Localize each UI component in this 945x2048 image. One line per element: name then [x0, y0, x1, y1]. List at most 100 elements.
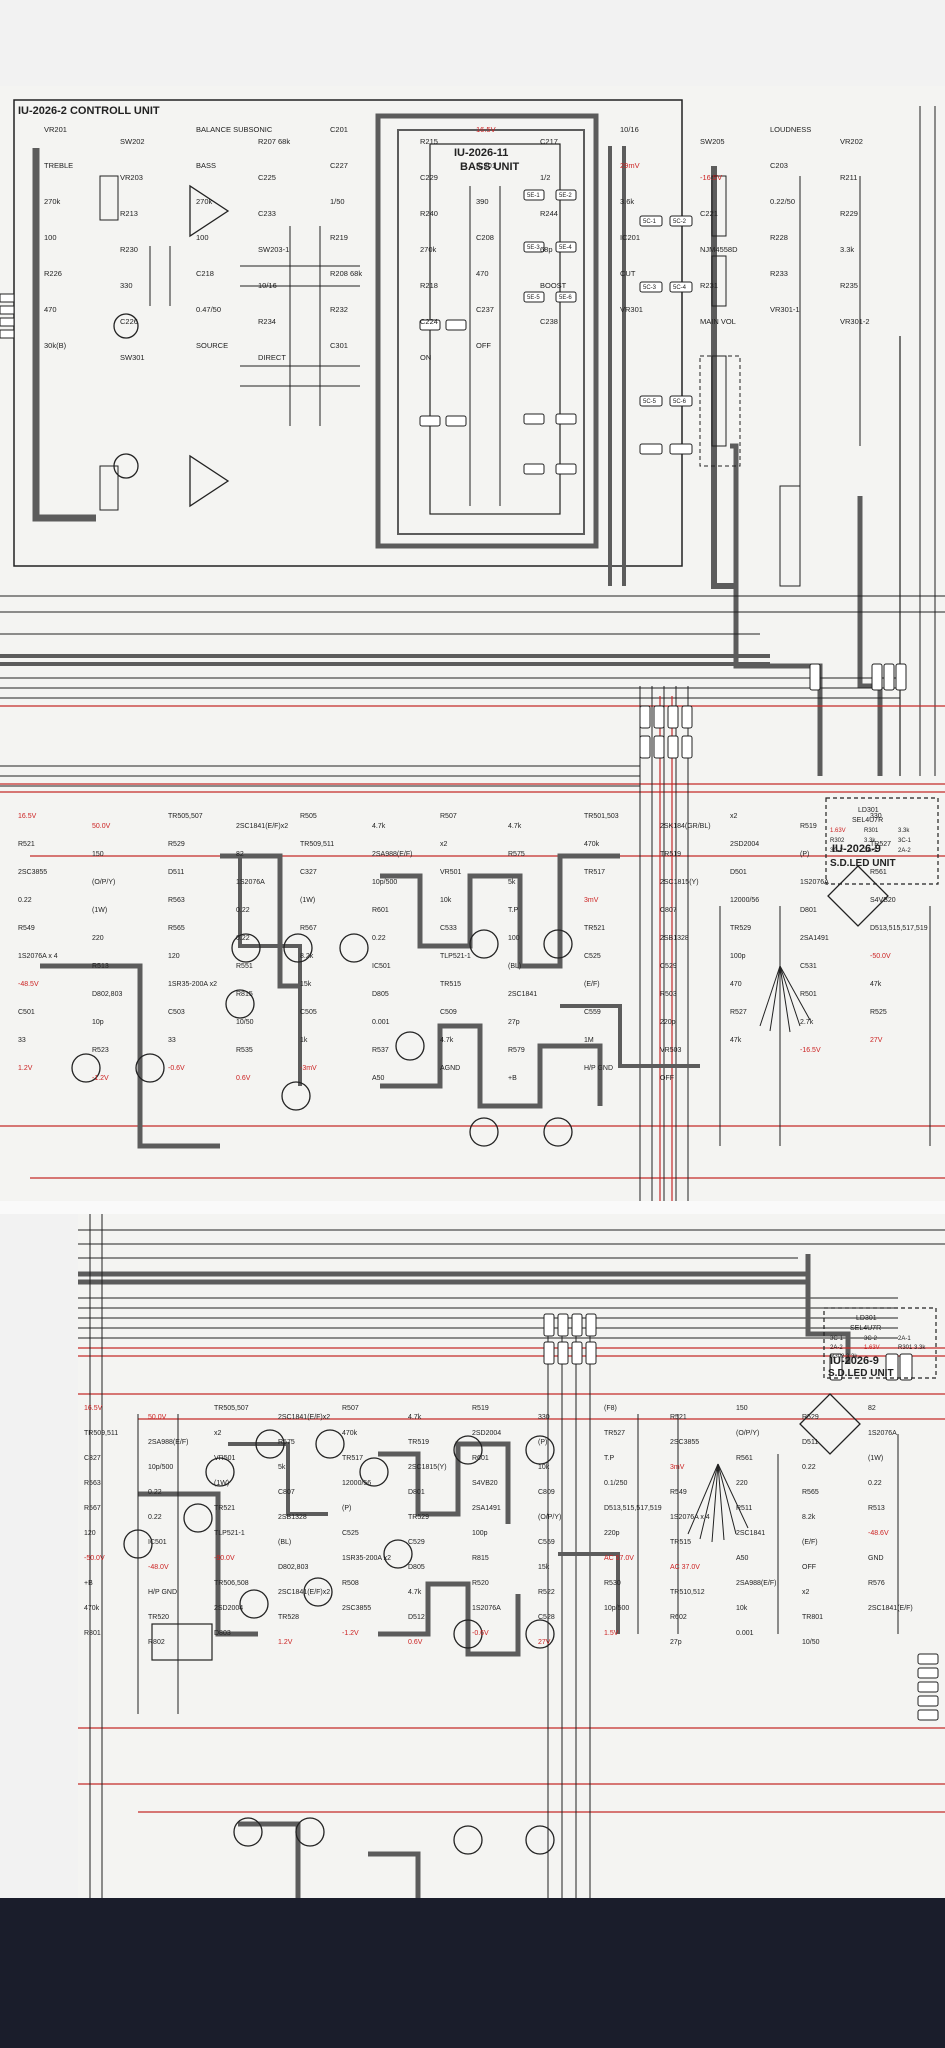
- component-label: R244: [540, 209, 558, 218]
- component-label: 4.7k: [508, 823, 522, 830]
- component-label: 1S2076A: [800, 879, 829, 886]
- component-label: 1/50: [330, 197, 345, 206]
- component-label: R576: [868, 1580, 885, 1587]
- component-label: 120: [168, 953, 180, 960]
- component-label: OFF: [476, 341, 491, 350]
- led-unit-component-label: 1.63V: [830, 828, 846, 834]
- component-label: C225: [258, 173, 276, 182]
- component-label: 50.0V: [92, 823, 111, 830]
- component-label: 27p: [670, 1639, 682, 1646]
- component-label: (P): [342, 1505, 351, 1512]
- component-label: H/P GND: [584, 1065, 613, 1072]
- led-unit-part: SEL4U7R: [850, 1325, 881, 1332]
- component-label: D513,515,517,519: [604, 1505, 662, 1512]
- component-label: -3mV: [300, 1065, 317, 1072]
- component-label: R240: [420, 209, 438, 218]
- component-label: C229: [420, 173, 438, 182]
- component-label: -48.5V: [18, 981, 39, 988]
- component-label: 220: [92, 935, 104, 942]
- component-label: TREBLE: [44, 161, 73, 170]
- component-label: C224: [420, 317, 438, 326]
- component-label: TR505,507: [168, 813, 203, 820]
- component-label: 16.5V: [476, 125, 496, 134]
- component-label: (BL): [508, 963, 521, 970]
- component-label: GND: [868, 1555, 884, 1562]
- component-label: C227: [330, 161, 348, 170]
- component-label: R501: [800, 991, 817, 998]
- component-label: 120: [84, 1530, 96, 1537]
- component-label: R228: [770, 233, 788, 242]
- component-label: R815: [236, 991, 253, 998]
- component-label: R520: [472, 1580, 489, 1587]
- component-label: T.P: [604, 1455, 614, 1462]
- component-label: 470: [476, 269, 489, 278]
- component-label: 0.22: [236, 907, 250, 914]
- component-label: S4VB20: [870, 897, 896, 904]
- component-label: 82: [868, 1405, 876, 1412]
- component-label: R801: [84, 1630, 101, 1637]
- component-label: R549: [670, 1489, 687, 1496]
- component-label: TR517: [584, 869, 605, 876]
- component-label: TR501,503: [584, 813, 619, 820]
- component-label: C505: [300, 1009, 317, 1016]
- component-label: A50: [372, 1075, 385, 1082]
- component-label: D501: [730, 869, 747, 876]
- component-label: R218: [420, 281, 438, 290]
- component-label: VR503: [660, 1047, 682, 1054]
- component-label: C529: [408, 1539, 425, 1546]
- component-label: 220p: [604, 1530, 620, 1537]
- connector-label: 5E-3: [527, 245, 540, 251]
- component-label: D513,515,517,519: [870, 925, 928, 932]
- connector-label: 5E-2: [559, 193, 572, 199]
- component-label: SW202: [120, 137, 145, 146]
- component-label: 4.7k: [408, 1589, 422, 1596]
- component-label: R527: [730, 1009, 747, 1016]
- component-label: 390: [476, 197, 489, 206]
- component-label: 15k: [300, 981, 312, 988]
- component-label: 2SC1841(E/F)x2: [278, 1414, 330, 1421]
- component-label: 33: [18, 1037, 26, 1044]
- component-label: VR301-2: [840, 317, 870, 326]
- component-label: 1S2076A x 4: [18, 953, 58, 960]
- component-label: 10k: [736, 1605, 748, 1612]
- component-label: -1.2V: [342, 1630, 359, 1637]
- component-label: (O/P/Y): [538, 1514, 561, 1521]
- component-label: R601: [472, 1455, 489, 1462]
- component-label: 330: [870, 813, 882, 820]
- component-label: R511: [736, 1505, 752, 1512]
- component-label: 1M: [584, 1037, 594, 1044]
- component-label: T.P: [508, 907, 518, 914]
- component-label: R561: [736, 1455, 753, 1462]
- component-label: 82: [236, 851, 244, 858]
- component-label: R567: [84, 1505, 101, 1512]
- component-label: R507: [342, 1405, 359, 1412]
- component-label: C221: [700, 209, 718, 218]
- component-label: (1W): [214, 1480, 229, 1487]
- component-label: C301: [330, 341, 348, 350]
- component-label: R219: [330, 233, 348, 242]
- component-label: 150: [736, 1405, 748, 1412]
- component-label: 1/2: [540, 173, 550, 182]
- component-label: R575: [278, 1439, 295, 1446]
- component-label: C237: [476, 305, 494, 314]
- component-label: R503: [660, 991, 677, 998]
- component-label: (E/F): [802, 1539, 818, 1546]
- component-label: 270k: [420, 245, 437, 254]
- component-label: D511: [168, 869, 184, 876]
- component-label: 150: [92, 851, 104, 858]
- component-label: R232: [330, 305, 348, 314]
- component-label: 8.2k: [300, 953, 314, 960]
- component-label: 12000/56: [730, 897, 759, 904]
- connector-label: 5C-5: [643, 399, 657, 405]
- component-label: SOURCE: [196, 341, 228, 350]
- component-label: 2SA988(E/F): [148, 1439, 188, 1446]
- page-gap: [0, 1201, 945, 1214]
- component-label: SW205: [700, 137, 725, 146]
- component-label: R521: [670, 1414, 687, 1421]
- component-label: D802,803: [278, 1564, 308, 1571]
- component-label: R513: [92, 963, 109, 970]
